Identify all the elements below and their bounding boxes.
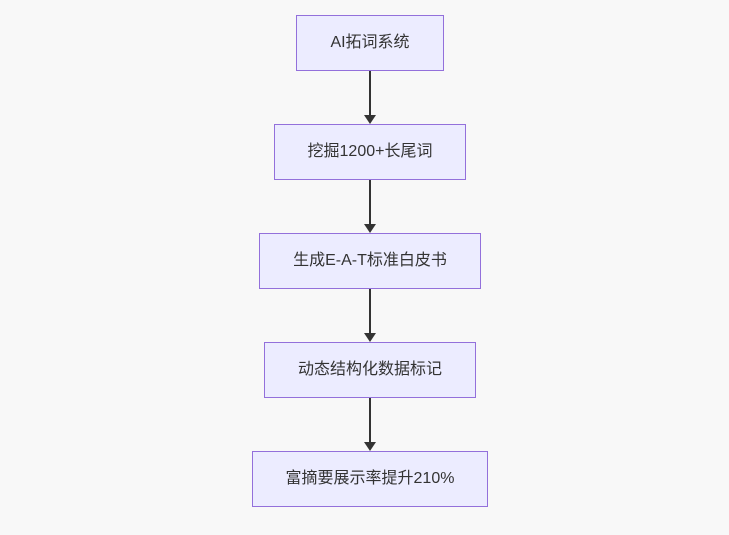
flow-arrow-1	[364, 71, 376, 124]
flow-arrow-3	[364, 289, 376, 342]
flow-arrow-2	[364, 180, 376, 233]
arrow-line	[369, 71, 371, 116]
flow-node-eat-whitepaper: 生成E-A-T标准白皮书	[259, 233, 481, 289]
flow-arrow-4	[364, 398, 376, 451]
arrow-line	[369, 398, 371, 443]
arrow-head-icon	[364, 333, 376, 342]
arrow-head-icon	[364, 115, 376, 124]
flow-node-longtail-keywords: 挖掘1200+长尾词	[273, 124, 467, 180]
flow-node-ai-word-expansion-system: AI拓词系统	[296, 15, 444, 71]
arrow-head-icon	[364, 442, 376, 451]
arrow-head-icon	[364, 224, 376, 233]
arrow-line	[369, 289, 371, 334]
arrow-line	[369, 180, 371, 225]
flow-node-structured-data-markup: 动态结构化数据标记	[264, 342, 477, 398]
flow-node-rich-snippet-rate: 富摘要展示率提升210%	[251, 451, 489, 507]
